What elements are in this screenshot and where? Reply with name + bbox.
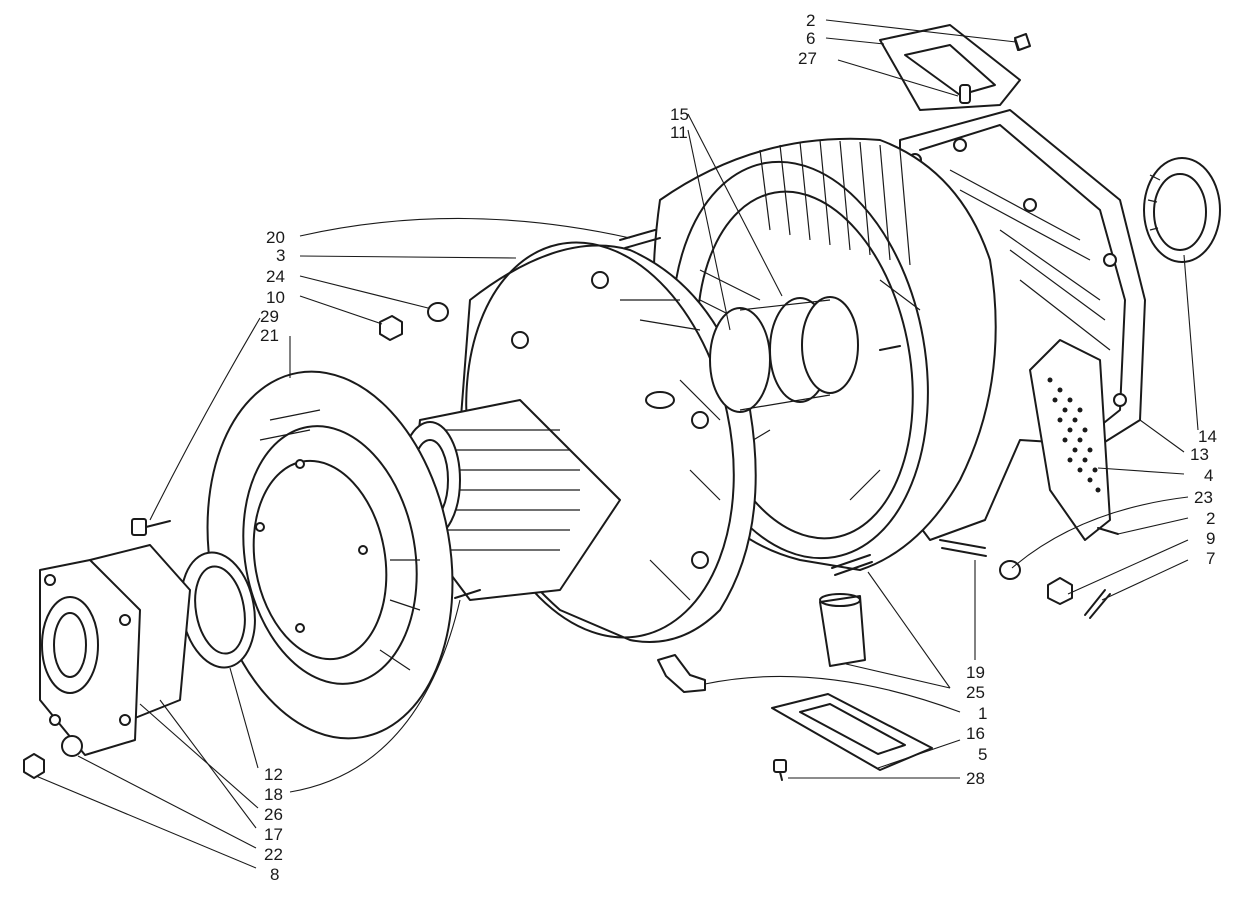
bearing-stack <box>709 296 859 413</box>
callout-21: 21 <box>260 326 279 345</box>
leader-lines <box>35 19 1199 869</box>
callout-12: 12 <box>264 765 283 784</box>
callout-11: 11 <box>670 123 688 142</box>
callout-27: 27 <box>798 49 817 68</box>
callout-28: 28 <box>966 769 985 788</box>
callout-14: 14 <box>1198 427 1217 446</box>
callout-25: 25 <box>966 683 985 702</box>
callout-8: 8 <box>270 865 280 884</box>
seal-ring <box>1143 157 1221 263</box>
callout-20: 20 <box>266 228 285 247</box>
grid-plate <box>1029 339 1111 541</box>
callout-16: 16 <box>966 724 985 743</box>
top-cover <box>879 24 1029 111</box>
callout-7: 7 <box>1206 549 1216 568</box>
callout-23: 23 <box>1194 488 1213 507</box>
callout-2-top: 2 <box>806 11 816 30</box>
callout-22: 22 <box>264 845 283 864</box>
callout-29: 29 <box>260 307 279 326</box>
end-flange <box>39 544 191 756</box>
callout-5: 5 <box>978 745 988 764</box>
callout-24: 24 <box>266 267 285 286</box>
callout-13: 13 <box>1190 445 1209 464</box>
cover-dish <box>206 370 454 740</box>
callout-6: 6 <box>806 29 816 48</box>
small-parts <box>23 33 1119 781</box>
callout-19: 19 <box>966 663 985 682</box>
callout-1: 1 <box>978 704 988 723</box>
callout-17: 17 <box>264 825 283 844</box>
callout-3: 3 <box>276 246 286 265</box>
callout-2-right: 2 <box>1206 509 1216 528</box>
callout-4: 4 <box>1204 466 1214 485</box>
studs <box>454 229 987 599</box>
callout-26: 26 <box>264 805 283 824</box>
callout-10: 10 <box>266 288 285 307</box>
callout-9: 9 <box>1206 529 1216 548</box>
callout-18: 18 <box>264 785 283 804</box>
callout-15: 15 <box>670 105 689 124</box>
